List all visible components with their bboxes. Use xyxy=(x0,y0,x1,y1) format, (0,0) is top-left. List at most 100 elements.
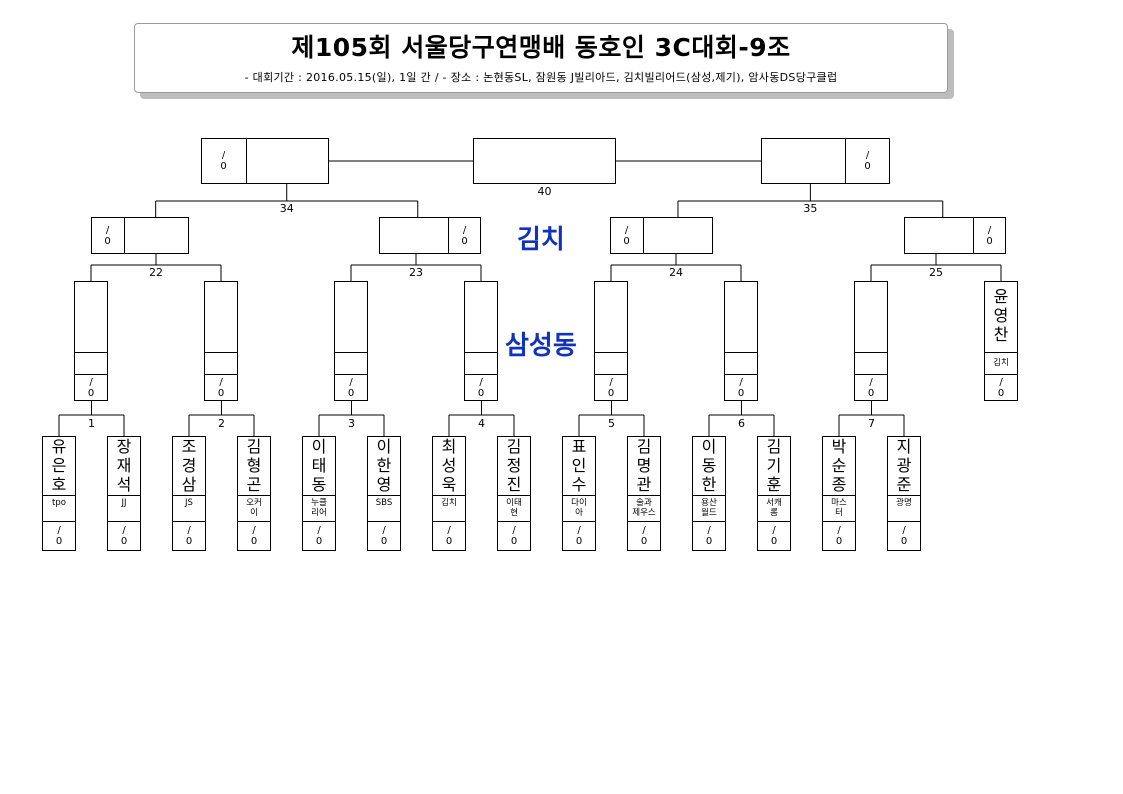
semifinal-slot[interactable] xyxy=(610,217,713,254)
winner-box[interactable] xyxy=(204,281,238,401)
player-name: 최 성 욱 xyxy=(441,437,457,494)
match-number: 24 xyxy=(669,266,683,279)
player-box[interactable] xyxy=(692,436,726,551)
player-box[interactable] xyxy=(627,436,661,551)
match-number: 23 xyxy=(409,266,423,279)
player-name: 김 명 관 xyxy=(636,437,652,494)
match-number: 4 xyxy=(478,417,485,430)
semifinal-score: / 0 xyxy=(104,224,111,247)
winner-box[interactable] xyxy=(334,281,368,401)
player-name: 이 한 영 xyxy=(376,437,392,494)
player-score: / 0 xyxy=(250,525,258,547)
match-number: 6 xyxy=(738,417,745,430)
divider xyxy=(973,217,974,254)
divider xyxy=(246,138,247,184)
player-box[interactable] xyxy=(42,436,76,551)
player-box[interactable] xyxy=(107,436,141,551)
player-club: 서캐 롬 xyxy=(766,498,782,518)
divider xyxy=(692,495,726,496)
player-box[interactable] xyxy=(367,436,401,551)
winner-score: / 0 xyxy=(867,376,875,399)
divider xyxy=(724,352,758,353)
divider xyxy=(124,217,125,254)
bye-player-box[interactable] xyxy=(984,281,1018,401)
player-name: 유 은 호 xyxy=(51,437,67,494)
player-box[interactable] xyxy=(432,436,466,551)
match-number: 3 xyxy=(348,417,355,430)
divider xyxy=(464,352,498,353)
match-number: 34 xyxy=(279,202,294,215)
player-club: 마스 터 xyxy=(831,498,847,518)
player-club: 다이 아 xyxy=(571,498,587,518)
player-club: JS xyxy=(185,498,193,508)
match-number: 40 xyxy=(537,185,552,198)
divider xyxy=(464,374,498,375)
venue-label-kimchi: 김치 xyxy=(517,225,565,255)
champion-box[interactable] xyxy=(473,138,616,184)
player-club: 술과 제우스 xyxy=(632,498,656,518)
finalist-left[interactable] xyxy=(201,138,329,184)
player-club: SBS xyxy=(375,498,393,508)
player-score: / 0 xyxy=(445,525,453,547)
player-box[interactable] xyxy=(822,436,856,551)
player-score: / 0 xyxy=(900,525,908,547)
finalist-left-score: / 0 xyxy=(220,150,227,172)
divider xyxy=(448,217,449,254)
divider xyxy=(74,374,108,375)
player-box[interactable] xyxy=(562,436,596,551)
winner-box[interactable] xyxy=(74,281,108,401)
divider xyxy=(204,374,238,375)
match-number: 5 xyxy=(608,417,615,430)
player-box[interactable] xyxy=(302,436,336,551)
semifinal-score: / 0 xyxy=(461,224,468,247)
semifinal-slot[interactable] xyxy=(904,217,1006,254)
player-score: / 0 xyxy=(380,525,388,547)
divider xyxy=(172,521,206,522)
winner-box[interactable] xyxy=(854,281,888,401)
divider xyxy=(42,521,76,522)
semifinal-slot[interactable] xyxy=(379,217,481,254)
divider xyxy=(594,352,628,353)
player-score: / 0 xyxy=(705,525,713,547)
player-box[interactable] xyxy=(497,436,531,551)
player-box[interactable] xyxy=(237,436,271,551)
divider xyxy=(302,495,336,496)
divider xyxy=(822,521,856,522)
divider xyxy=(984,374,1018,375)
divider xyxy=(204,352,238,353)
player-name: 김 형 곤 xyxy=(246,437,262,494)
player-score: / 0 xyxy=(835,525,843,547)
divider xyxy=(627,521,661,522)
winner-score: / 0 xyxy=(347,376,355,399)
finalist-right[interactable] xyxy=(761,138,890,184)
winner-box[interactable] xyxy=(464,281,498,401)
player-box[interactable] xyxy=(887,436,921,551)
divider xyxy=(643,217,644,254)
divider xyxy=(42,495,76,496)
winner-score: / 0 xyxy=(87,376,95,399)
player-box[interactable] xyxy=(172,436,206,551)
divider xyxy=(334,374,368,375)
player-club: 이태 현 xyxy=(506,498,522,518)
divider xyxy=(107,521,141,522)
winner-box[interactable] xyxy=(594,281,628,401)
player-club: 광명 xyxy=(896,498,912,508)
match-number: 2 xyxy=(218,417,225,430)
player-club: JJ xyxy=(121,498,127,508)
player-name: 장 재 석 xyxy=(116,437,132,494)
match-number: 1 xyxy=(88,417,95,430)
divider xyxy=(887,521,921,522)
player-name: 김 기 훈 xyxy=(766,437,782,494)
bye-player-score: / 0 xyxy=(997,376,1005,399)
winner-box[interactable] xyxy=(724,281,758,401)
player-club: 누클 리어 xyxy=(311,498,327,518)
venue-label-samsung: 삼성동 xyxy=(505,331,577,361)
divider xyxy=(367,521,401,522)
player-score: / 0 xyxy=(55,525,63,547)
player-score: / 0 xyxy=(120,525,128,547)
player-name: 표 인 수 xyxy=(571,437,587,494)
semifinal-slot[interactable] xyxy=(91,217,189,254)
player-box[interactable] xyxy=(757,436,791,551)
winner-score: / 0 xyxy=(737,376,745,399)
